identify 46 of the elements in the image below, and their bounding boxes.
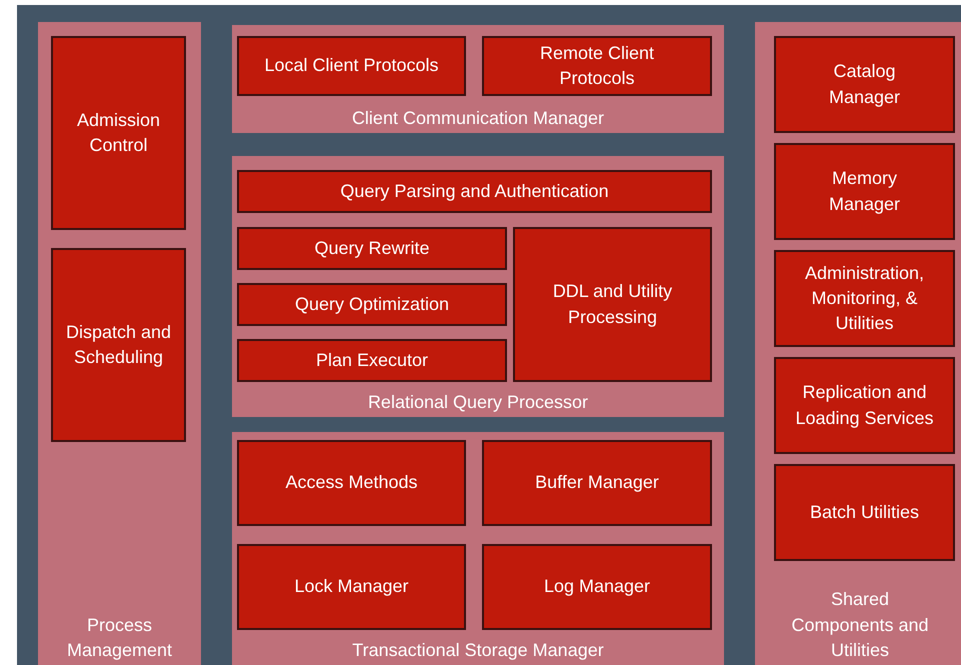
component-label: Query Parsing and Authentication	[340, 180, 609, 203]
group-heading: Relational Query Processor	[366, 390, 590, 414]
group-heading: Shared Components and Utilities	[790, 588, 930, 662]
group-heading: Process Management	[66, 614, 174, 662]
component-label: Remote Client Protocols	[538, 42, 656, 90]
component-box	[237, 339, 507, 382]
component-label: Lock Manager	[294, 575, 409, 598]
storage-manager-panel	[232, 432, 724, 665]
component-box	[774, 464, 955, 561]
component-box	[237, 440, 466, 526]
component-label: Query Optimization	[294, 292, 450, 316]
component-box	[482, 544, 712, 630]
group-heading: Transactional Storage Manager	[351, 638, 605, 662]
group-heading: Client Communication Manager	[350, 106, 606, 130]
component-box	[237, 283, 507, 326]
component-label: Plan Executor	[316, 348, 428, 372]
process-management-panel	[38, 22, 201, 665]
component-label: Replication and Loading Services	[794, 381, 935, 430]
client-communication-panel	[232, 25, 724, 133]
component-box	[51, 248, 186, 442]
component-label: Dispatch and Scheduling	[64, 320, 172, 369]
component-label: Memory Manager	[828, 167, 902, 216]
component-box	[237, 36, 466, 96]
component-box	[237, 544, 466, 630]
component-label: Administration, Monitoring, & Utilities	[804, 262, 926, 336]
component-label: Admission Control	[76, 108, 162, 157]
component-box	[513, 227, 712, 382]
component-label: Batch Utilities	[810, 500, 920, 524]
component-label: Query Rewrite	[314, 236, 430, 260]
component-box	[482, 440, 712, 526]
component-label: Catalog Manager	[828, 60, 902, 109]
component-box	[51, 36, 186, 230]
component-label: DDL and Utility Processing	[552, 280, 674, 329]
component-label: Local Client Protocols	[264, 54, 439, 78]
component-box	[774, 250, 955, 347]
component-box	[774, 143, 955, 240]
shared-components-panel	[755, 22, 961, 665]
component-label: Log Manager	[544, 575, 650, 598]
component-box	[774, 357, 955, 454]
component-label: Access Methods	[285, 471, 418, 494]
component-label: Buffer Manager	[535, 471, 659, 494]
component-box	[774, 36, 955, 133]
component-box	[237, 227, 507, 270]
query-processor-panel	[232, 156, 724, 417]
component-box	[482, 36, 712, 96]
component-box	[237, 170, 712, 213]
